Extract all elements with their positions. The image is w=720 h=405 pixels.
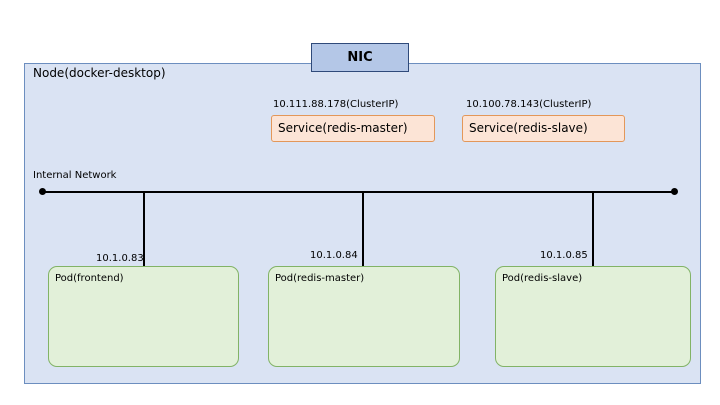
service-redis-master-ip: 10.111.88.178(ClusterIP)	[273, 99, 399, 110]
pod-redis-slave: Pod(redis-slave)	[495, 266, 691, 367]
pod-redis-master-label: Pod(redis-master)	[275, 273, 365, 284]
connector-redis-master	[362, 192, 364, 266]
network-endpoint-right	[671, 188, 678, 195]
node-label: Node(docker-desktop)	[33, 66, 166, 80]
pod-frontend-label: Pod(frontend)	[55, 273, 124, 284]
network-endpoint-left	[39, 188, 46, 195]
nic-label: NIC	[347, 50, 373, 65]
pod-frontend: Pod(frontend)	[48, 266, 239, 367]
nic-box: NIC	[311, 43, 409, 72]
pod-frontend-ip: 10.1.0.83	[96, 253, 144, 264]
connector-frontend	[143, 192, 145, 266]
service-redis-slave-ip: 10.100.78.143(ClusterIP)	[466, 99, 592, 110]
pod-redis-slave-ip: 10.1.0.85	[540, 250, 588, 261]
pod-redis-master: Pod(redis-master)	[268, 266, 460, 367]
service-redis-slave-label: Service(redis-slave)	[469, 121, 588, 135]
service-redis-master-box: Service(redis-master)	[271, 115, 435, 142]
connector-redis-slave	[592, 192, 594, 266]
service-redis-master-label: Service(redis-master)	[278, 121, 408, 135]
internal-network-line	[43, 191, 675, 193]
pod-redis-slave-label: Pod(redis-slave)	[502, 273, 583, 284]
service-redis-slave-box: Service(redis-slave)	[462, 115, 625, 142]
pod-redis-master-ip: 10.1.0.84	[310, 250, 358, 261]
internal-network-label: Internal Network	[33, 170, 117, 181]
